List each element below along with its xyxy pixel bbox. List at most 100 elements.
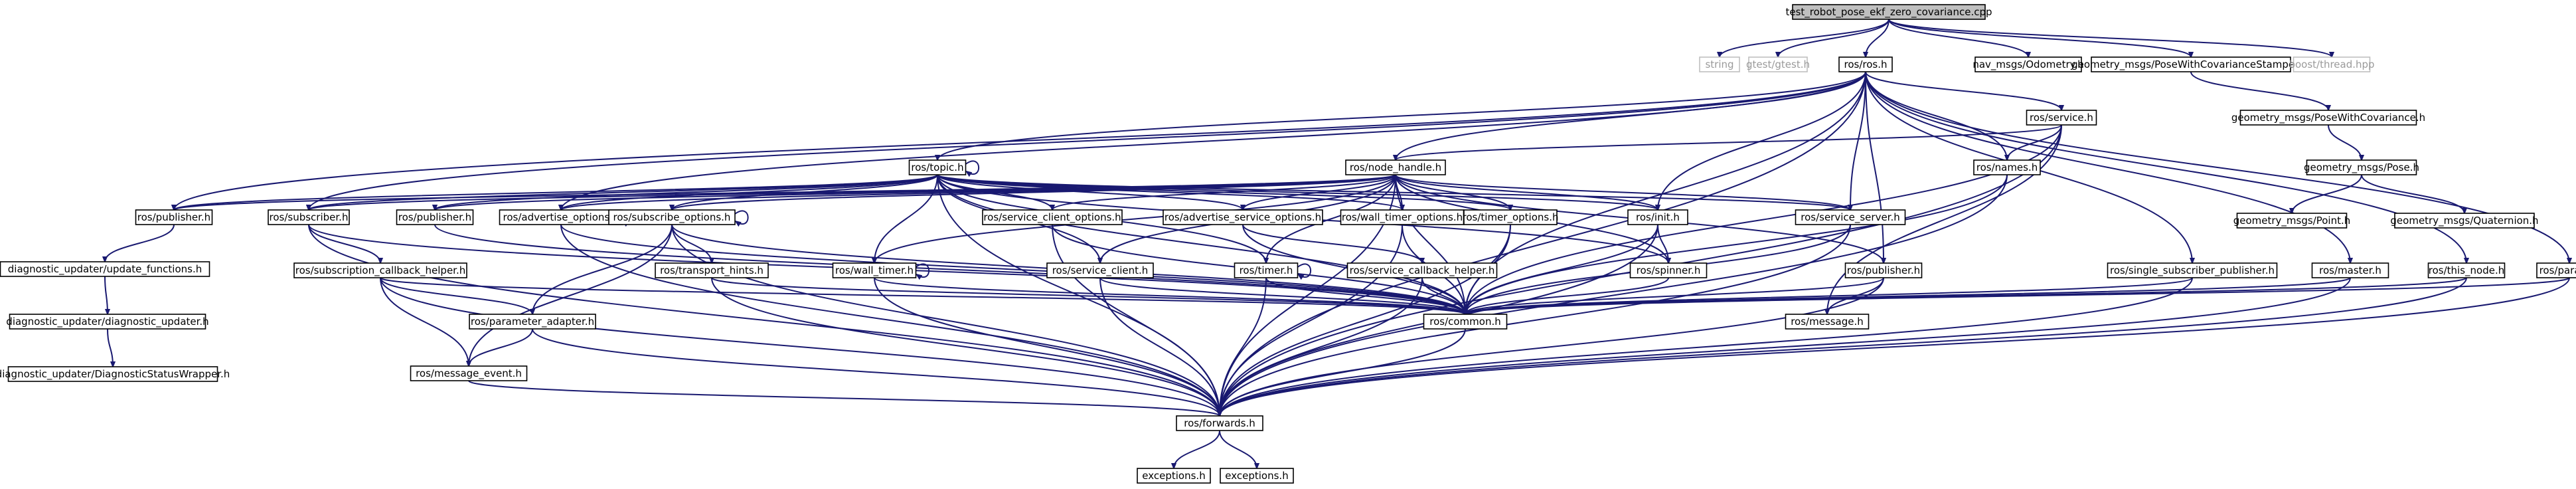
node-ros-wall-timer-h[interactable]: ros/wall_timer.h — [832, 262, 917, 278]
node-ros-timer-options-h[interactable]: ros/timer_options.h — [1463, 209, 1559, 225]
node-box — [396, 209, 474, 225]
node-box — [832, 262, 917, 278]
node-boost-thread-hpp[interactable]: boost/thread.hpp — [2289, 56, 2375, 72]
node-ros-publisher-h[interactable]: ros/publisher.h — [396, 209, 474, 225]
node-exceptions-h[interactable]: exceptions.h — [1137, 468, 1211, 484]
node-ros-service-callback-helper-h[interactable]: ros/service_callback_helper.h — [1346, 262, 1498, 278]
node-ros-ros-h[interactable]: ros/ros.h — [1838, 56, 1893, 72]
node-ros-service-h[interactable]: ros/service.h — [2026, 110, 2097, 126]
node-ros-topic-h[interactable]: ros/topic.h — [908, 159, 967, 175]
node-label: ros/param.h — [2539, 264, 2576, 276]
node-ros-parameter-adapter-h[interactable]: ros/parameter_adapter.h — [469, 314, 596, 330]
node-box — [1748, 56, 1808, 72]
node-label: ros/topic.h — [911, 161, 963, 173]
node-exceptions-h[interactable]: exceptions.h — [1220, 468, 1294, 484]
edge-rosh-to-topic — [937, 71, 1866, 160]
node-box — [982, 209, 1123, 225]
node-ros-subscription-callback-helper-h[interactable]: ros/subscription_callback_helper.h — [293, 262, 467, 278]
node-ros-subscriber-h[interactable]: ros/subscriber.h — [268, 209, 350, 225]
edge-svc_client-to-common — [1099, 277, 1465, 314]
node-ros-subscribe-options-h[interactable]: ros/subscribe_options.h — [608, 209, 736, 225]
node-geometry-msgs-posewithcovariancestamped-h[interactable]: geometry_msgs/PoseWithCovarianceStamped.… — [2071, 56, 2310, 72]
edge-sub_cb_helper-to-msg_event — [380, 277, 469, 366]
edge-topic-to-topic — [966, 160, 980, 174]
node-ros-forwards-h[interactable]: ros/forwards.h — [1176, 415, 1263, 431]
node-box — [1346, 262, 1498, 278]
node-ros-publisher-h[interactable]: ros/publisher.h — [1844, 262, 1923, 278]
node-box — [1163, 209, 1323, 225]
edge-pwc-to-pose — [2328, 124, 2362, 160]
edge-svc_server-to-forwards — [1220, 224, 1851, 416]
node-gtest-gtest-h[interactable]: gtest/gtest.h — [1746, 56, 1810, 72]
node-geometry-msgs-pose-h[interactable]: geometry_msgs/Pose.h — [2304, 159, 2419, 175]
edge-this_node-to-forwards — [1220, 277, 2467, 416]
node-ros-advertise-options-h[interactable]: ros/advertise_options.h — [499, 209, 623, 225]
edge-pose-to-point — [2292, 174, 2362, 213]
node-box — [1234, 262, 1299, 278]
node-label: ros/init.h — [1636, 211, 1680, 223]
node-ros-service-client-h[interactable]: ros/service_client.h — [1046, 262, 1154, 278]
edge-rosh-to-names — [1865, 71, 2007, 160]
node-ros-names-h[interactable]: ros/names.h — [1973, 159, 2041, 175]
node-label: ros/timer.h — [1240, 264, 1293, 276]
edge-topic-to-common — [937, 174, 1465, 314]
node-geometry-msgs-quaternion-h[interactable]: geometry_msgs/Quaternion.h — [2390, 213, 2539, 229]
node-diagnostic-updater-update-functions-h[interactable]: diagnostic_updater/update_functions.h — [0, 261, 210, 277]
edge-service-to-nodehandle — [1396, 124, 2062, 160]
node-label: geometry_msgs/Point.h — [2233, 215, 2351, 227]
node-ros-message-h[interactable]: ros/message.h — [1785, 314, 1870, 330]
node-string[interactable]: string — [1699, 56, 1740, 72]
node-nav-msgs-odometry-h[interactable]: nav_msgs/Odometry.h — [1972, 56, 2084, 72]
node-label: ros/publisher.h — [398, 211, 471, 223]
node-ros-master-h[interactable]: ros/master.h — [2311, 262, 2389, 278]
node-box — [7, 366, 218, 382]
edge-publisher_r-to-common — [1465, 277, 1884, 314]
edge-rosh-to-publisher_l — [174, 71, 1866, 210]
node-label: ros/service.h — [2030, 112, 2093, 124]
node-label: diagnostic_updater/DiagnosticStatusWrapp… — [0, 368, 230, 381]
node-label: ros/single_subscriber_publisher.h — [2110, 264, 2275, 277]
node-ros-service-server-h[interactable]: ros/service_server.h — [1795, 209, 1906, 225]
edge-topic-to-publisher_m — [435, 174, 938, 210]
node-diagnostic-updater-diagnosticstatuswrapper-h[interactable]: diagnostic_updater/DiagnosticStatusWrapp… — [0, 366, 230, 382]
node-box — [1699, 56, 1740, 72]
node-ros-transport-hints-h[interactable]: ros/transport_hints.h — [655, 262, 769, 278]
node-label: ros/advertise_options.h — [503, 211, 619, 224]
node-ros-common-h[interactable]: ros/common.h — [1423, 314, 1508, 330]
node-diagnostic-updater-diagnostic-updater-h[interactable]: diagnostic_updater/diagnostic_updater.h — [6, 314, 209, 330]
node-ros-node-handle-h[interactable]: ros/node_handle.h — [1345, 159, 1446, 175]
node-box — [2091, 56, 2291, 72]
node-label: ros/subscriber.h — [270, 211, 349, 223]
edge-master-to-common — [1465, 277, 2351, 314]
node-ros-this-node-h[interactable]: ros/this_node.h — [2427, 262, 2506, 278]
edge-wall_timer-to-common — [874, 277, 1465, 314]
node-box — [0, 261, 210, 277]
node-ros-message-event-h[interactable]: ros/message_event.h — [410, 365, 528, 381]
dependency-edges — [105, 19, 2569, 468]
node-ros-publisher-h[interactable]: ros/publisher.h — [135, 209, 213, 225]
node-box — [2394, 213, 2535, 229]
edge-wall_timer-to-wall_timer — [916, 263, 930, 277]
node-geometry-msgs-point-h[interactable]: geometry_msgs/Point.h — [2233, 213, 2351, 229]
node-label: geometry_msgs/Pose.h — [2304, 161, 2419, 174]
edge-nodehandle-to-svc_client_opts — [1052, 174, 1396, 210]
node-test-robot-pose-ekf-zero-covariance-cpp[interactable]: test_robot_pose_ekf_zero_covariance.cpp — [1785, 4, 1992, 20]
node-ros-timer-h[interactable]: ros/timer.h — [1234, 262, 1299, 278]
node-ros-single-subscriber-publisher-h[interactable]: ros/single_subscriber_publisher.h — [2107, 262, 2278, 278]
edge-sub_cb_helper-to-forwards — [380, 277, 1220, 416]
node-ros-param-h[interactable]: ros/param.h — [2536, 262, 2576, 278]
edge-param_adapter-to-forwards — [532, 328, 1220, 416]
node-ros-advertise-service-options-h[interactable]: ros/advertise_service_options.h — [1163, 209, 1323, 225]
node-label: ros/this_node.h — [2429, 264, 2504, 277]
node-ros-wall-timer-options-h[interactable]: ros/wall_timer_options.h — [1340, 209, 1465, 225]
node-label: ros/parameter_adapter.h — [471, 316, 594, 328]
node-box — [908, 159, 967, 175]
edge-param-to-common — [1465, 277, 2570, 314]
edge-root-to-string — [1720, 19, 1890, 57]
node-ros-service-client-options-h[interactable]: ros/service_client_options.h — [982, 209, 1123, 225]
node-label: ros/wall_timer.h — [835, 264, 914, 277]
node-ros-init-h[interactable]: ros/init.h — [1627, 209, 1688, 225]
node-ros-spinner-h[interactable]: ros/spinner.h — [1629, 262, 1708, 278]
node-box — [2311, 262, 2389, 278]
node-geometry-msgs-posewithcovariance-h[interactable]: geometry_msgs/PoseWithCovariance.h — [2231, 110, 2425, 126]
